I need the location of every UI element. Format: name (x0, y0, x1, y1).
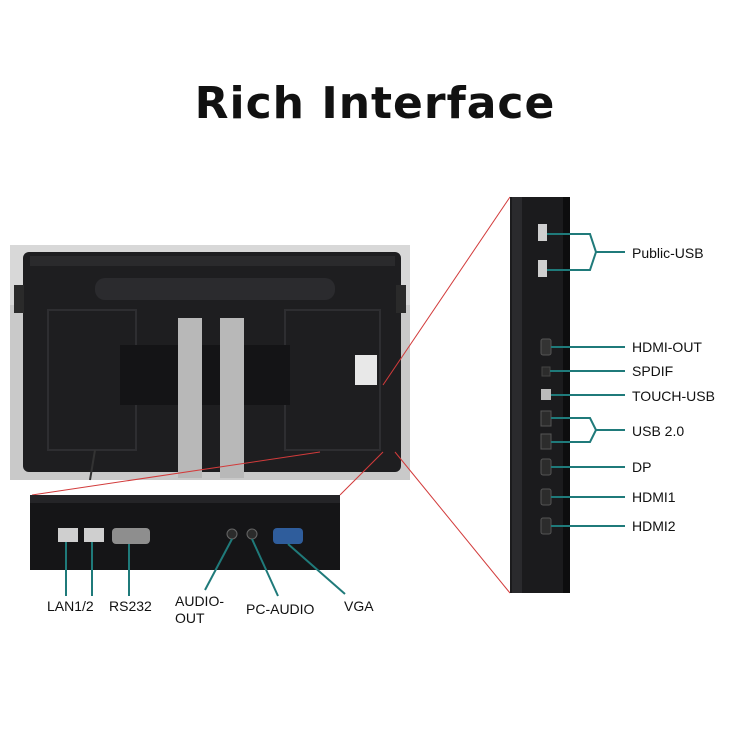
label-dp: DP (632, 459, 652, 475)
label-lan: LAN1/2 (47, 598, 94, 614)
label-hdmi-out: HDMI-OUT (632, 339, 702, 355)
bottom-callouts (65, 538, 346, 597)
label-touch-usb: TOUCH-USB (632, 388, 715, 404)
label-vga: VGA (344, 598, 374, 614)
label-public-usb: Public-USB (632, 245, 704, 261)
label-audio-out-line2: OUT (175, 610, 205, 626)
label-spdif: SPDIF (632, 363, 674, 379)
page-title: Rich Interface (194, 78, 556, 129)
label-pc-audio: PC-AUDIO (246, 601, 315, 617)
display-rear-photo (10, 245, 410, 481)
bottom-port-panel (30, 495, 340, 570)
side-callouts (547, 233, 625, 527)
label-usb-2-0: USB 2.0 (632, 423, 685, 439)
label-hdmi2: HDMI2 (632, 518, 676, 534)
label-hdmi1: HDMI1 (632, 489, 676, 505)
label-audio-out-line1: AUDIO- (175, 593, 224, 609)
label-rs232: RS232 (109, 598, 152, 614)
